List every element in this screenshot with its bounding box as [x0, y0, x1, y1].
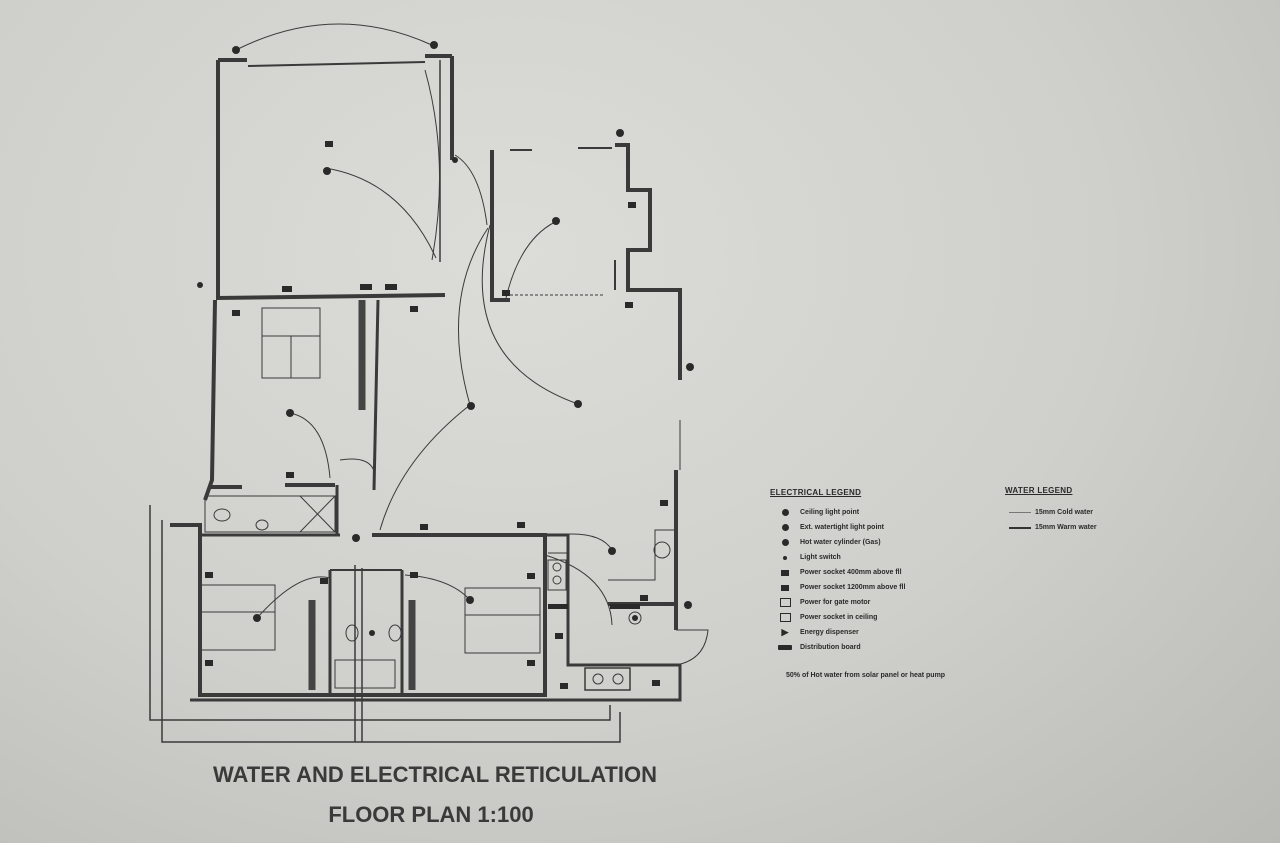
light-switch-icon [783, 555, 787, 560]
water-legend: WATER LEGEND 15mm Cold water 15mm Warm w… [1005, 486, 1145, 535]
annex-walls [490, 143, 682, 380]
drawing-subtitle: FLOOR PLAN 1:100 [328, 802, 533, 827]
legend-label: 15mm Warm water [1035, 524, 1097, 531]
legend-row-cold-water: 15mm Cold water [1005, 505, 1145, 520]
legend-label: Energy dispenser [800, 629, 859, 636]
legend-row-gate-motor: Power for gate motor [770, 595, 1000, 610]
legend-row-hot-water: Hot water cylinder (Gas) [770, 535, 1000, 550]
legend-label: Light switch [800, 554, 841, 561]
legend-label: Power socket 1200mm above fll [800, 584, 906, 591]
legend-label: Power for gate motor [800, 599, 871, 606]
ceiling-socket-icon [779, 613, 791, 622]
legend-label: Distribution board [800, 644, 861, 651]
legend-row-energy-dispenser: ▶ Energy dispenser [770, 625, 1000, 640]
legend-label: Power socket in ceiling [800, 614, 878, 621]
power-sockets [205, 141, 668, 689]
legend-label: Ceiling light point [800, 509, 860, 516]
power-socket-low-icon [781, 569, 789, 576]
hot-water-note: 50% of Hot water from solar panel or hea… [786, 672, 946, 679]
water-lines [149, 505, 621, 743]
legend-label: Ext. watertight light point [800, 524, 884, 531]
middle-bedroom-walls [203, 299, 380, 501]
legend-row-socket-low: Power socket 400mm above fll [770, 565, 1000, 580]
legend-row-ext-light: Ext. watertight light point [770, 520, 1000, 535]
hot-water-cylinder-icon [781, 539, 789, 546]
warm-water-line [1009, 526, 1031, 529]
legend-row-ceiling-socket: Power socket in ceiling [770, 610, 1000, 625]
ceiling-light-points [197, 41, 694, 636]
drawing-title: WATER AND ELECTRICAL RETICULATION [213, 762, 657, 787]
legend-label: Hot water cylinder (Gas) [800, 539, 881, 546]
legend-row-distribution-board: Distribution board [770, 640, 1000, 655]
legend-row-light-switch: Light switch [770, 550, 1000, 565]
legend-row-ceiling-light: Ceiling light point [770, 505, 1000, 520]
legend-label: Power socket 400mm above fll [800, 569, 902, 576]
gate-motor-socket-icon [779, 598, 791, 607]
legend-row-socket-high: Power socket 1200mm above fll [770, 580, 1000, 595]
energy-dispenser-icon: ▶ [781, 627, 789, 637]
power-socket-high-icon [781, 584, 789, 591]
top-room-walls [216, 54, 454, 301]
electrical-legend-heading: ELECTRICAL LEGEND [770, 488, 862, 497]
waterproof-light-icon [781, 524, 789, 531]
legend-label: 15mm Cold water [1035, 509, 1093, 516]
legend-row-warm-water: 15mm Warm water [1005, 520, 1145, 535]
distribution-board-icon [778, 645, 792, 650]
water-legend-heading: WATER LEGEND [1005, 486, 1073, 495]
electrical-legend: ELECTRICAL LEGEND Ceiling light point Ex… [770, 488, 1000, 655]
bottom-block-walls [170, 523, 682, 702]
cold-water-line [1009, 512, 1031, 513]
ceiling-light-icon [781, 509, 789, 516]
passage-walls [200, 458, 376, 537]
